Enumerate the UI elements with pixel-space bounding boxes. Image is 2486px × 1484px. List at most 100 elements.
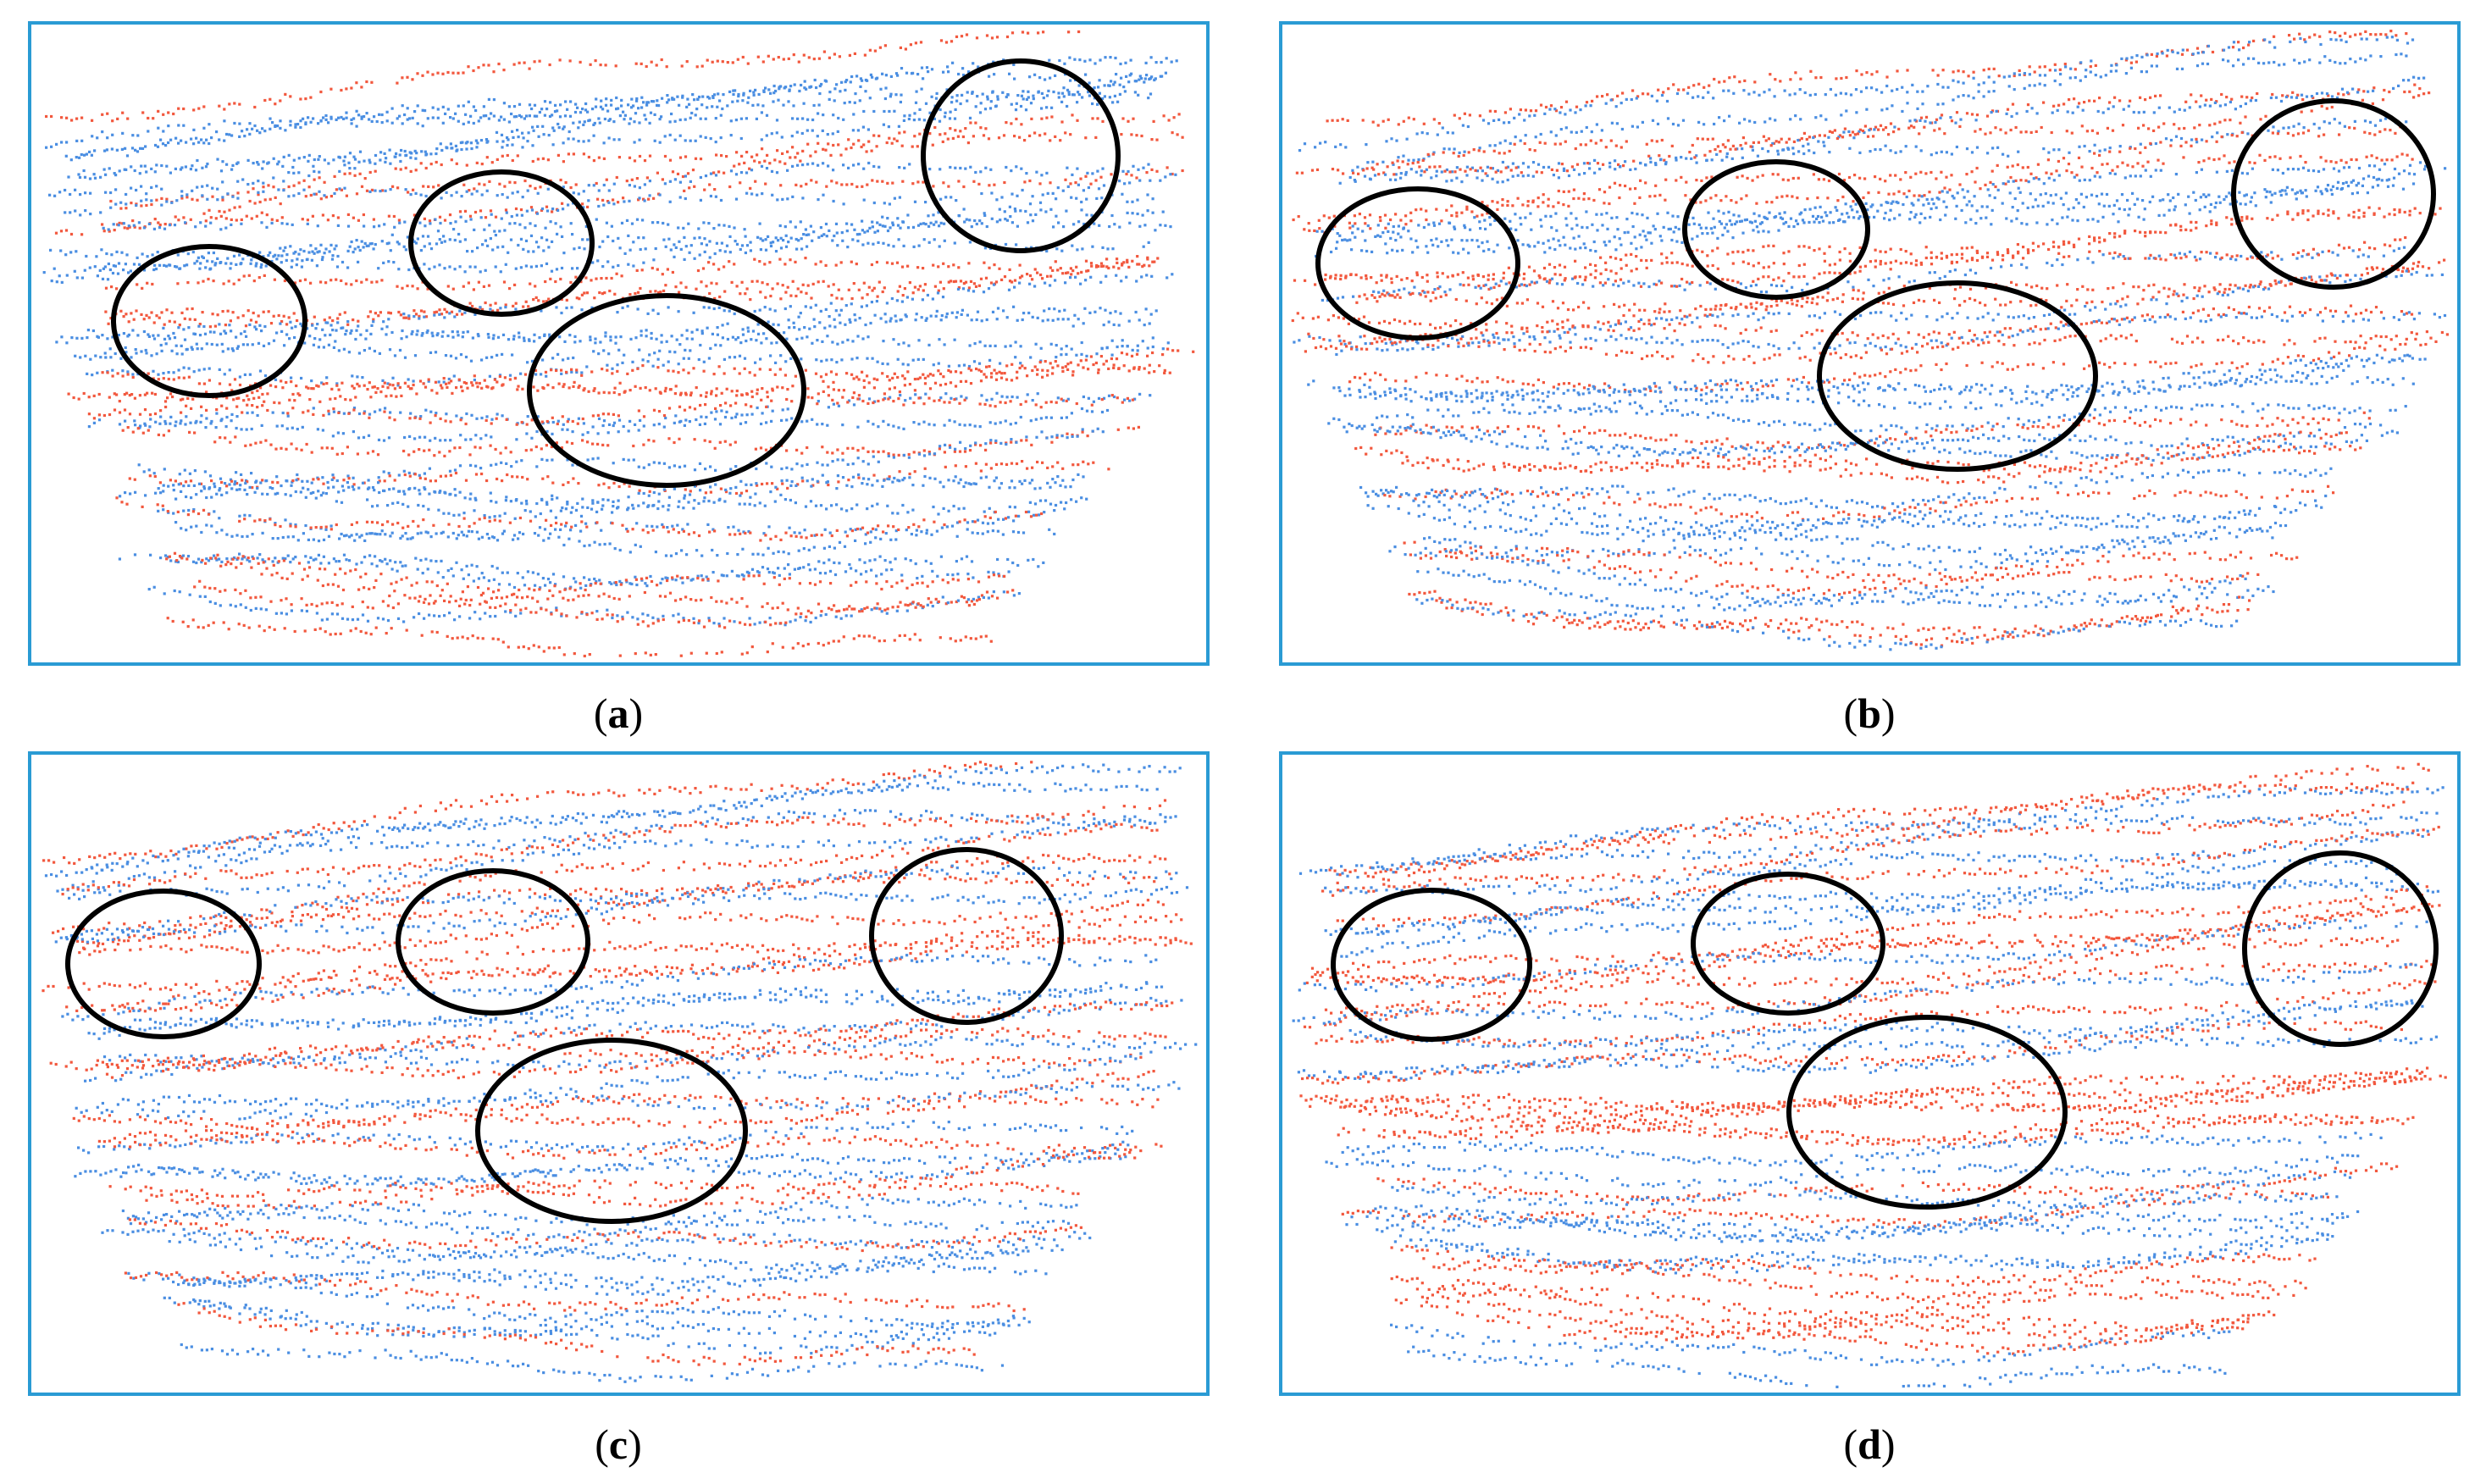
- red-point: [381, 385, 385, 388]
- blue-point: [767, 88, 771, 91]
- blue-point: [819, 309, 822, 313]
- blue-point: [350, 240, 353, 244]
- red-point: [380, 279, 384, 282]
- blue-point: [335, 244, 338, 247]
- blue-point: [1034, 418, 1038, 421]
- blue-point: [530, 208, 534, 212]
- blue-point: [307, 159, 310, 163]
- red-point: [164, 405, 168, 409]
- red-point: [671, 170, 675, 174]
- red-point: [832, 143, 835, 147]
- red-point: [520, 420, 523, 424]
- red-point: [376, 453, 380, 457]
- blue-point: [948, 418, 951, 422]
- red-point: [756, 392, 759, 396]
- blue-point: [523, 117, 526, 120]
- blue-point: [1110, 213, 1114, 218]
- blue-point: [501, 193, 504, 197]
- red-point: [1099, 175, 1103, 179]
- red-point: [379, 311, 382, 314]
- red-point: [606, 200, 610, 203]
- blue-point: [896, 74, 900, 77]
- red-point: [779, 184, 783, 187]
- blue-point: [1085, 213, 1088, 217]
- red-point: [691, 169, 695, 172]
- red-point: [438, 215, 442, 219]
- red-point: [444, 419, 447, 423]
- red-point: [1094, 136, 1098, 139]
- blue-point: [107, 262, 110, 266]
- blue-point: [642, 424, 645, 428]
- red-point: [791, 146, 795, 149]
- blue-point: [837, 116, 840, 120]
- blue-point: [1014, 108, 1018, 112]
- blue-point: [897, 342, 900, 346]
- red-point: [257, 396, 261, 399]
- red-point: [396, 382, 400, 385]
- red-point: [1044, 401, 1048, 404]
- blue-point: [889, 226, 892, 230]
- blue-point: [333, 191, 336, 196]
- blue-point: [689, 180, 692, 183]
- blue-point: [1055, 344, 1058, 347]
- red-point: [473, 210, 478, 214]
- red-point: [579, 280, 583, 284]
- red-point: [273, 278, 276, 281]
- blue-point: [597, 352, 601, 356]
- red-point: [87, 413, 91, 416]
- red-point: [1112, 265, 1116, 269]
- blue-point: [577, 140, 580, 143]
- blue-point: [678, 343, 682, 346]
- red-point: [942, 375, 945, 379]
- blue-point: [189, 421, 192, 424]
- red-point: [101, 223, 104, 226]
- blue-point: [685, 105, 689, 108]
- blue-point: [497, 119, 501, 122]
- blue-point: [510, 465, 513, 468]
- blue-point: [551, 240, 554, 243]
- blue-point: [167, 371, 170, 374]
- red-point: [946, 137, 950, 141]
- red-point: [872, 401, 875, 405]
- blue-point: [191, 251, 195, 254]
- blue-point: [932, 363, 935, 367]
- blue-point: [385, 110, 389, 114]
- blue-point: [363, 224, 366, 228]
- red-point: [942, 287, 945, 291]
- blue-point: [462, 122, 465, 125]
- blue-point: [1107, 394, 1111, 397]
- blue-point: [382, 320, 385, 324]
- blue-point: [435, 412, 438, 415]
- red-point: [875, 260, 878, 264]
- blue-point: [1114, 310, 1117, 313]
- blue-point: [873, 230, 877, 234]
- blue-point: [774, 89, 778, 93]
- blue-point: [850, 357, 854, 361]
- blue-point: [821, 129, 824, 132]
- red-point: [606, 413, 610, 416]
- blue-point: [379, 158, 382, 162]
- blue-point: [861, 337, 865, 341]
- blue-point: [114, 352, 117, 356]
- red-point: [756, 55, 760, 58]
- blue-point: [364, 337, 368, 341]
- blue-point: [924, 102, 928, 105]
- blue-point: [451, 335, 455, 339]
- blue-point: [1058, 58, 1061, 63]
- blue-point: [55, 341, 58, 344]
- blue-point: [712, 307, 716, 311]
- blue-point: [103, 149, 107, 152]
- blue-point: [1119, 62, 1122, 66]
- red-point: [167, 377, 170, 381]
- blue-point: [379, 408, 382, 412]
- red-point: [514, 302, 518, 305]
- blue-point: [717, 92, 720, 96]
- blue-point: [793, 83, 796, 86]
- blue-point: [755, 117, 758, 120]
- blue-point: [211, 260, 214, 263]
- blue-point: [311, 324, 314, 327]
- blue-point: [1093, 222, 1096, 225]
- blue-point: [368, 118, 371, 121]
- red-point: [257, 314, 260, 318]
- red-point: [850, 182, 854, 186]
